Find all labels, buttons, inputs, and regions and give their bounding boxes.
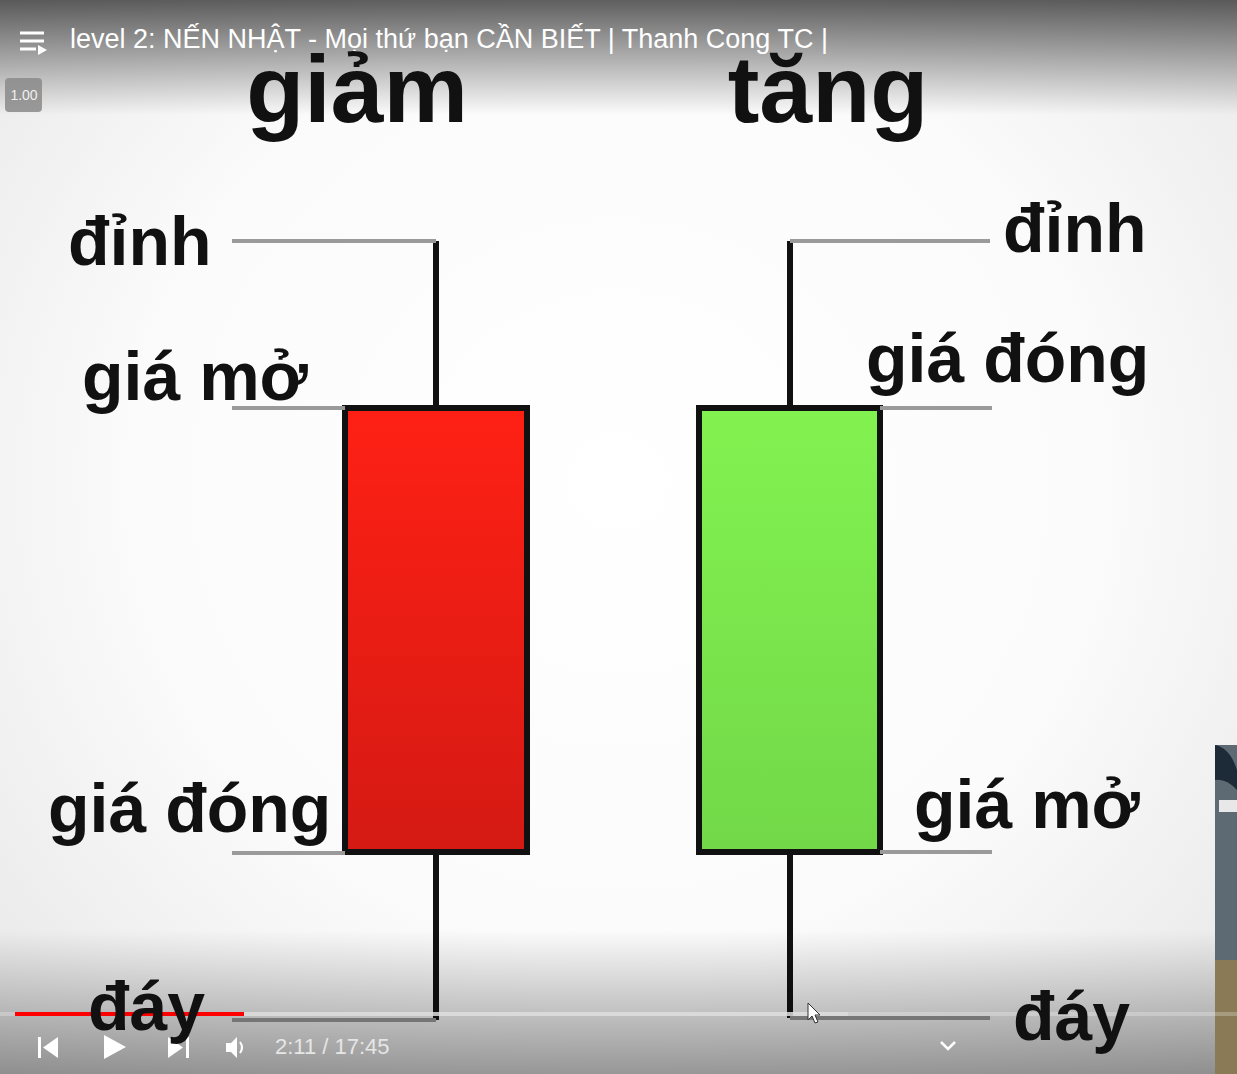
price-label: đỉnh (68, 207, 212, 275)
bullish-candle (699, 241, 880, 1018)
price-label: đáy (1013, 982, 1130, 1050)
price-label: giá đóng (866, 324, 1149, 392)
speed-badge (5, 78, 42, 112)
candle-heading: tăng (728, 42, 929, 137)
price-label: đáy (88, 972, 205, 1040)
price-label: đỉnh (1003, 194, 1147, 262)
time-display: 2:11 / 17:45 (275, 1036, 390, 1058)
bearish-candle (345, 241, 527, 1020)
top-shade (0, 0, 1237, 115)
side-video-thumbnail (1215, 745, 1237, 1074)
playlist-icon (20, 33, 47, 55)
bottom-shade (0, 930, 1237, 1074)
candle-heading: giảm (246, 42, 468, 137)
price-label: giá mở (82, 342, 308, 410)
price-label: giá đóng (48, 774, 331, 842)
speed-badge-text: 1.00 (10, 88, 37, 102)
price-label: giá mở (914, 770, 1140, 838)
